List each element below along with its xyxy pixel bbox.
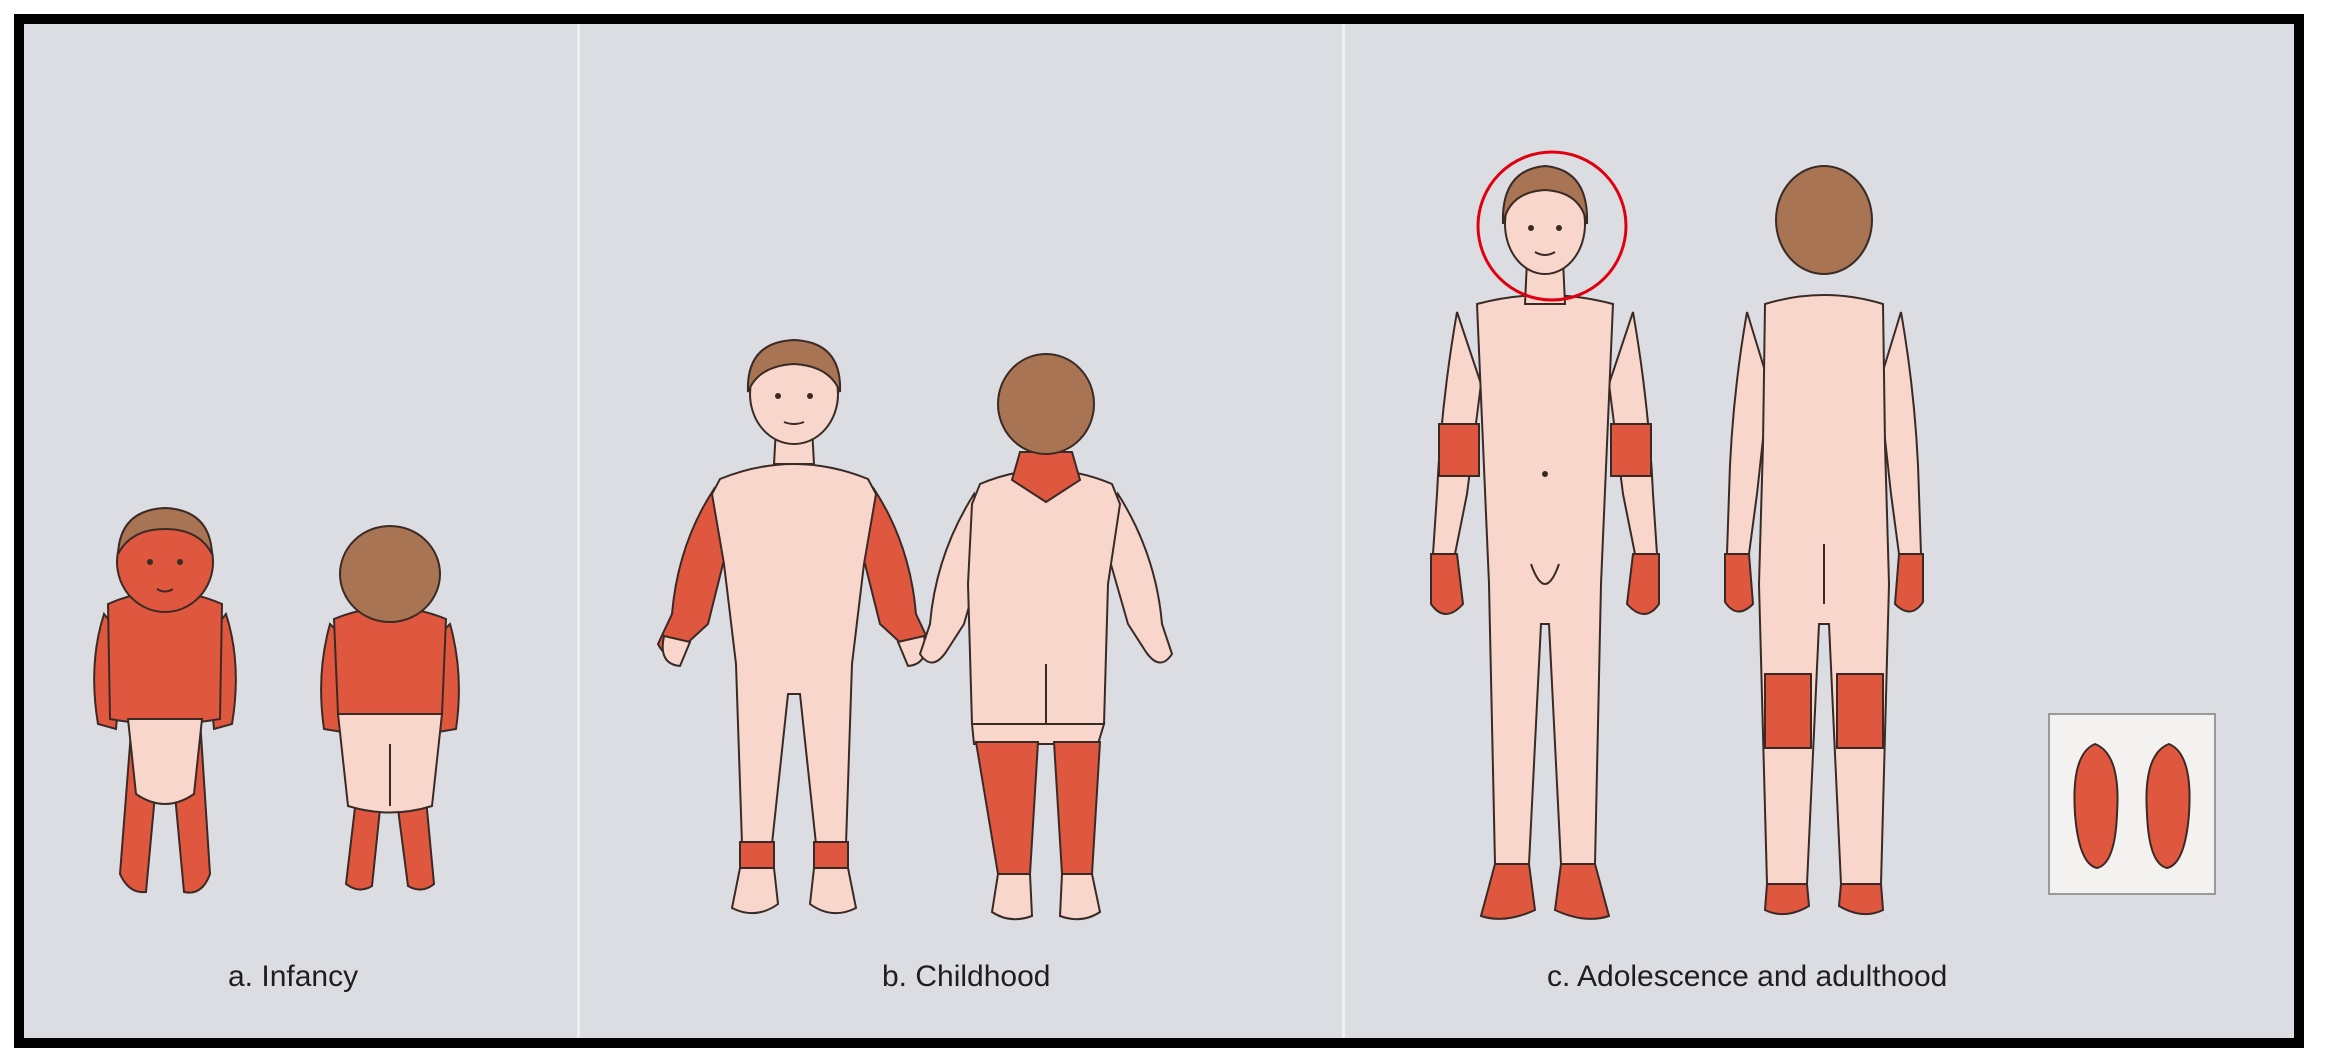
image-frame: a. Infancy xyxy=(14,14,2304,1048)
adult-front-figure xyxy=(1431,166,1659,919)
panel-infancy: a. Infancy xyxy=(24,24,577,1038)
caption-adolescence-adulthood: c. Adolescence and adulthood xyxy=(1547,960,1947,994)
infant-figures xyxy=(24,24,577,1038)
illustration-board: a. Infancy xyxy=(24,24,2294,1038)
panel-adolescence-adulthood: c. Adolescence and adulthood xyxy=(1345,24,2294,1038)
child-figures xyxy=(580,24,1342,1038)
panel-childhood: b. Childhood xyxy=(580,24,1342,1038)
caption-childhood: b. Childhood xyxy=(882,960,1050,994)
adult-back-figure xyxy=(1725,166,1923,914)
infant-back-figure xyxy=(321,526,459,890)
caption-infancy: a. Infancy xyxy=(228,960,358,994)
child-front-figure xyxy=(658,340,930,913)
soles-inset xyxy=(2049,714,2215,894)
child-back-figure xyxy=(920,354,1172,919)
infant-front-figure xyxy=(94,508,236,893)
adult-figures xyxy=(1345,24,2294,1038)
